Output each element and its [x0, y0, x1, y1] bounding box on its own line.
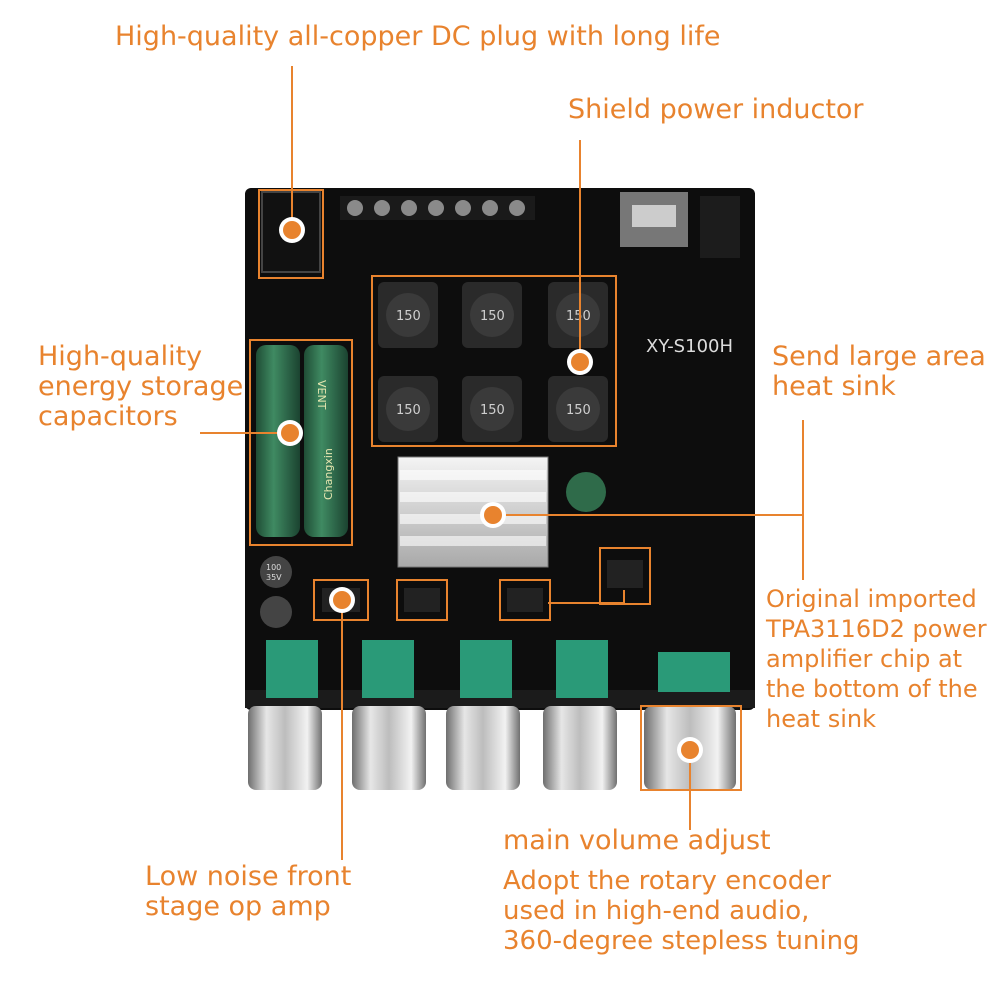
- ic-chip: [607, 560, 643, 588]
- chip-callout-line: heat sink: [766, 705, 877, 733]
- capacitor-callout-line: capacitors: [38, 401, 178, 432]
- dc-plug-callout: High-quality all-copper DC plug with lon…: [115, 21, 721, 52]
- ic-chip: [507, 588, 543, 612]
- inductor-marking: 150: [566, 403, 591, 418]
- chip-highlight-frame: [396, 579, 448, 621]
- op-amp-callout-line: Low noise front: [145, 861, 352, 892]
- encoder-callout-line: used in high-end audio,: [503, 896, 810, 926]
- encoder-callout-line: Adopt the rotary encoder: [503, 866, 831, 896]
- capacitor-brand: Changxin: [322, 448, 335, 500]
- chip-callout-line: Original imported: [766, 585, 977, 613]
- inductor-marking: 150: [480, 309, 505, 324]
- small-capacitor: [260, 556, 292, 588]
- op-amp-callout-line: stage op amp: [145, 891, 331, 922]
- chip-callout-line: TPA3116D2 power: [766, 615, 987, 643]
- potentiometer-row: [266, 640, 730, 698]
- small-capacitor-marking: 100: [266, 563, 281, 572]
- knob-row: [248, 706, 736, 790]
- inductor-marking: 150: [480, 403, 505, 418]
- capacitor-vent-marking: VENT: [315, 380, 328, 410]
- ic-chip: [404, 588, 440, 612]
- inductor-marking: 150: [396, 309, 421, 324]
- chip-callout-line: amplifier chip at: [766, 645, 963, 673]
- inductor-callout: Shield power inductor: [568, 94, 864, 125]
- heat-sink: [397, 456, 549, 568]
- chip-callout-line: the bottom of the: [766, 675, 978, 703]
- audio-jack: [700, 196, 740, 258]
- capacitor-callout-line: energy storage: [38, 371, 244, 402]
- inductor-group: 150 150 150 150 150 150: [378, 282, 608, 442]
- capacitor-callout-line: High-quality: [38, 341, 203, 372]
- heat-sink-callout: Send large area heat sink: [772, 342, 986, 402]
- screw-terminal-row: [340, 196, 535, 220]
- leader-lines: [200, 66, 804, 860]
- chip-highlight-frame: [499, 579, 551, 621]
- inductor-highlight-frame: [371, 275, 617, 447]
- board-model-label: XY-S100H: [646, 336, 733, 357]
- encoder-callout-line: 360-degree stepless tuning: [503, 926, 860, 956]
- callout-dots: [277, 217, 703, 763]
- volume-callout: main volume adjust: [503, 825, 771, 856]
- encoder-callout: Adopt the rotary encoder used in high-en…: [503, 866, 860, 956]
- heat-sink-callout-line: Send large area: [772, 341, 986, 372]
- chip-callout: Original imported TPA3116D2 power amplif…: [766, 584, 987, 734]
- inductor-marking: 150: [566, 309, 591, 324]
- small-capacitor: [566, 472, 606, 512]
- capacitor-group: Changxin VENT: [256, 345, 348, 537]
- capacitor-highlight-frame: [249, 339, 353, 546]
- small-capacitor: [260, 596, 292, 628]
- inductor-marking: 150: [396, 403, 421, 418]
- small-capacitor-marking: 35V: [266, 573, 282, 582]
- capacitor-callout: High-quality energy storage capacitors: [38, 342, 243, 432]
- heat-sink-callout-line: heat sink: [772, 371, 896, 402]
- op-amp-callout: Low noise front stage op amp: [145, 862, 351, 922]
